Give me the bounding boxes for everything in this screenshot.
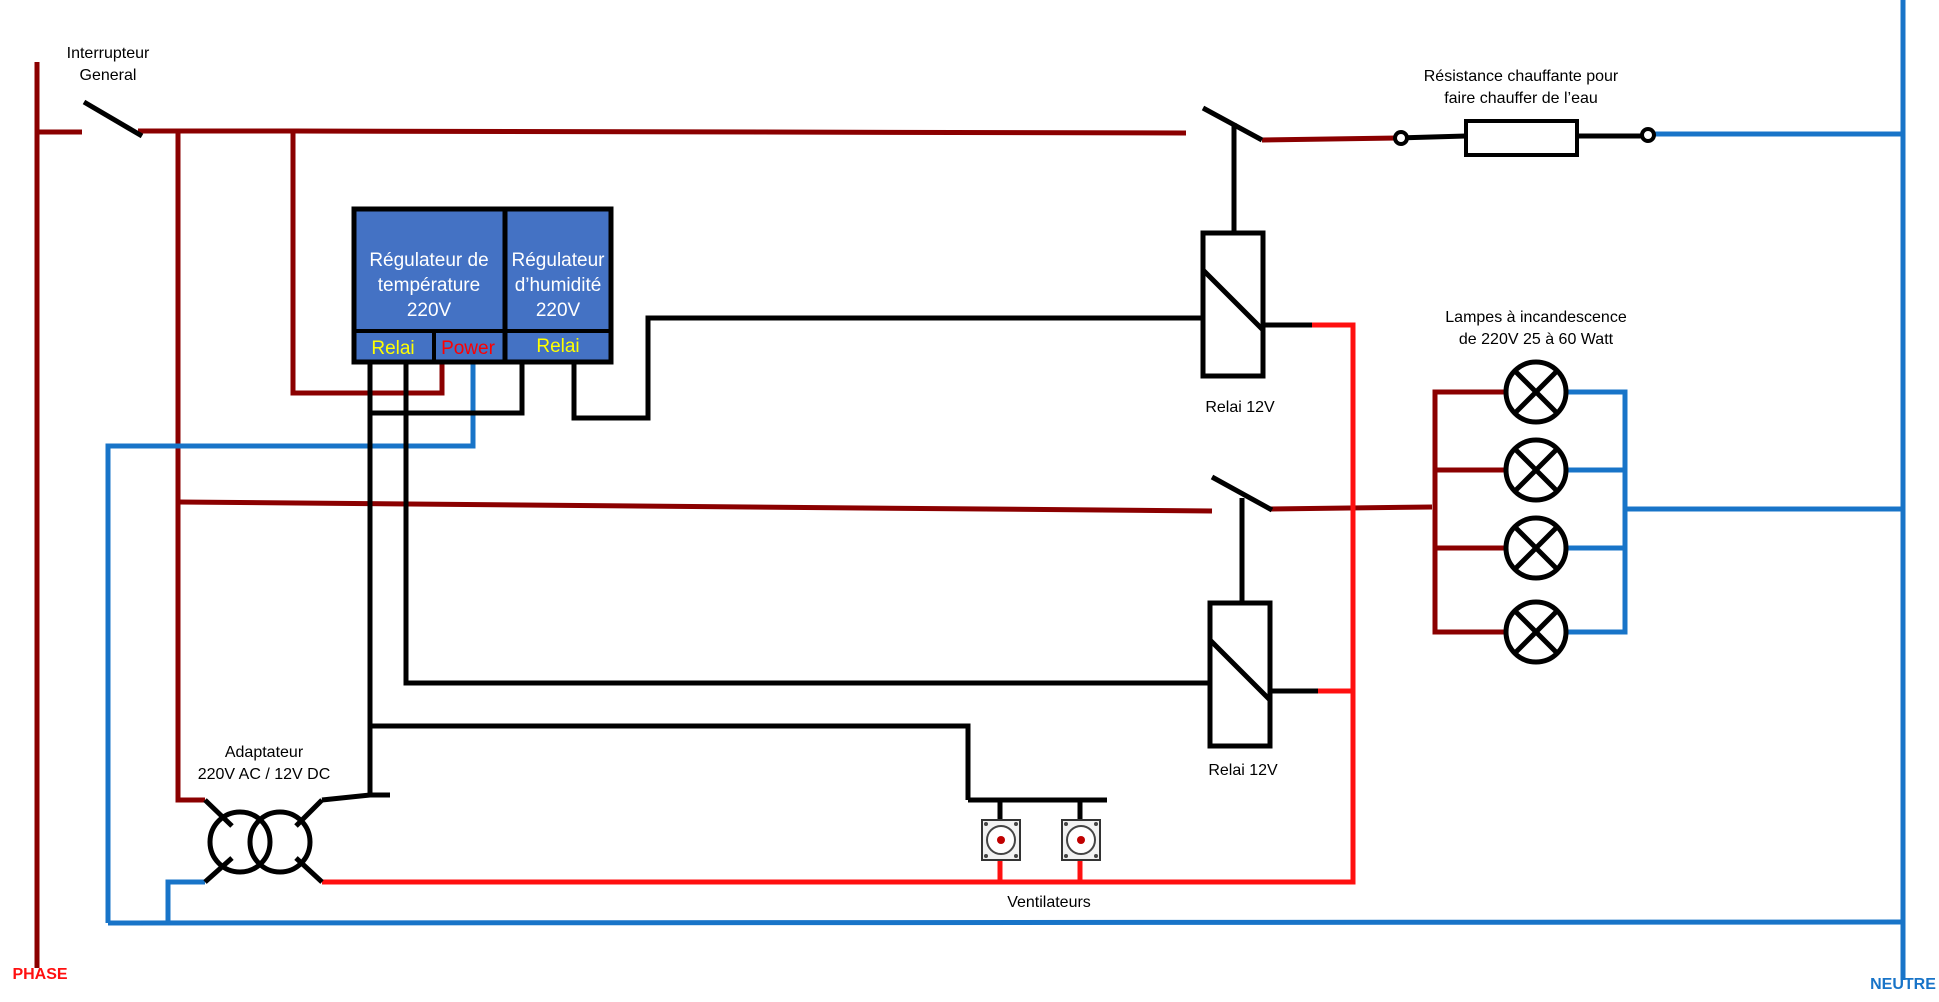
- humidity-regulator-title-1: Régulateur: [512, 250, 606, 271]
- lamp-4: [1503, 599, 1569, 665]
- relay1-label: Relai 12V: [1205, 399, 1275, 416]
- main-switch-label-2: General: [80, 67, 137, 84]
- temperature-regulator-title-1: Régulateur de: [369, 250, 488, 271]
- lamp-bus-phase: [1432, 389, 1512, 635]
- fan-1-screw-c: [984, 854, 988, 858]
- humidity-regulator-box: [502, 206, 614, 365]
- fan-1-screw-d: [1014, 854, 1018, 858]
- relay1-coil-diagonal: [1201, 268, 1265, 332]
- dc-positive-main: [322, 322, 1356, 885]
- lamp-4-cross-b: [1513, 609, 1559, 655]
- fan-1: [981, 819, 1021, 861]
- lamp-2: [1503, 437, 1569, 503]
- temperature-regulator-box: [351, 206, 508, 365]
- lamp-1: [1503, 359, 1569, 425]
- dc-positive-wires: [322, 322, 1356, 885]
- fans-label: Ventilateurs: [1007, 894, 1091, 911]
- switch-contact-icon: [82, 99, 144, 139]
- adapter-label-2: 220V AC / 12V DC: [198, 766, 331, 783]
- main-switch: [82, 99, 144, 139]
- neutral-wires: [105, 0, 1906, 980]
- heater: [1393, 119, 1656, 157]
- relay1-coil: [1200, 230, 1312, 379]
- heater-label-1: Résistance chauffante pour: [1424, 68, 1619, 85]
- phase-to-adapter: [175, 131, 205, 803]
- heater-terminal-left: [1393, 130, 1409, 146]
- lamp-bus-neutral: [1560, 389, 1628, 635]
- fan-2: [1061, 819, 1101, 861]
- heater-terminal-right: [1640, 127, 1656, 143]
- phase-to-relay2: [177, 499, 1213, 514]
- adapter-label-1: Adaptateur: [225, 744, 304, 761]
- lamps-label-2: de 220V 25 à 60 Watt: [1459, 331, 1614, 348]
- humidity-regulator: Régulateur d’humidité 220V Relai: [502, 206, 614, 365]
- relay2-label: Relai 12V: [1208, 762, 1278, 779]
- adapter-negative-out: [321, 792, 390, 803]
- phase-wires: [34, 62, 1512, 968]
- relay2-coil-diagonal: [1208, 638, 1272, 702]
- bottom-neutral-return: [107, 919, 1904, 926]
- lamp-2-cross-b: [1513, 447, 1559, 493]
- temperature-regulator: Régulateur de température 220V Relai Pow…: [351, 206, 508, 365]
- main-switch-label-1: Interrupteur: [67, 45, 150, 62]
- resistor-icon: [1464, 119, 1579, 157]
- fan-2-screw-b: [1094, 822, 1098, 826]
- fan-1-screw-b: [1014, 822, 1018, 826]
- relay-coil-icon: [1200, 230, 1266, 379]
- lamp-1-cross-b: [1513, 369, 1559, 415]
- adapter-lead-in-top: [203, 798, 234, 828]
- temperature-relay-tag: Relai: [371, 338, 414, 359]
- negative-to-fans: [370, 723, 971, 800]
- neutral-to-temp-regulator: [105, 360, 476, 923]
- temp-relay-return: [370, 360, 525, 416]
- lamp-3-cross-b: [1513, 525, 1559, 571]
- heater-switch-output: [1261, 135, 1398, 143]
- adapter-lead-in-bottom: [203, 856, 234, 884]
- fan-1-screw-a: [984, 822, 988, 826]
- transformer-icon: [207, 809, 273, 875]
- humidity-regulator-title-3: 220V: [536, 300, 581, 321]
- relay1-switch-contact-icon: [1201, 105, 1264, 143]
- transformer-secondary-coil: [247, 809, 313, 875]
- lamp-3: [1503, 515, 1569, 581]
- fan-1-hub: [997, 836, 1005, 844]
- temperature-regulator-title-2: température: [378, 275, 480, 296]
- heater-label-2: faire chauffer de l’eau: [1444, 90, 1598, 107]
- phase-label: PHASE: [12, 966, 67, 983]
- lamps-label-1: Lampes à incandescence: [1445, 309, 1627, 326]
- temperature-power-tag: Power: [441, 338, 496, 359]
- adapter: [203, 798, 324, 884]
- fan-2-hub: [1077, 836, 1085, 844]
- neutral-to-adapter: [165, 879, 205, 923]
- fan-2-screw-a: [1064, 822, 1068, 826]
- temperature-regulator-title-3: 220V: [407, 300, 452, 321]
- fan-2-screw-c: [1064, 854, 1068, 858]
- relay2-coil: [1207, 600, 1318, 749]
- dc-negative-wires: [321, 123, 1245, 820]
- humidity-relay-to-relay1: [571, 315, 1203, 421]
- humidity-relay-tag: Relai: [536, 336, 579, 357]
- temp-relay-to-relay2: [403, 360, 1210, 686]
- neutral-label: NEUTRE: [1870, 976, 1936, 993]
- fan-2-screw-d: [1094, 854, 1098, 858]
- relay2-switch-contact-icon: [1210, 474, 1274, 513]
- humidity-regulator-title-2: d’humidité: [515, 275, 602, 296]
- relay-coil-icon: [1207, 600, 1273, 749]
